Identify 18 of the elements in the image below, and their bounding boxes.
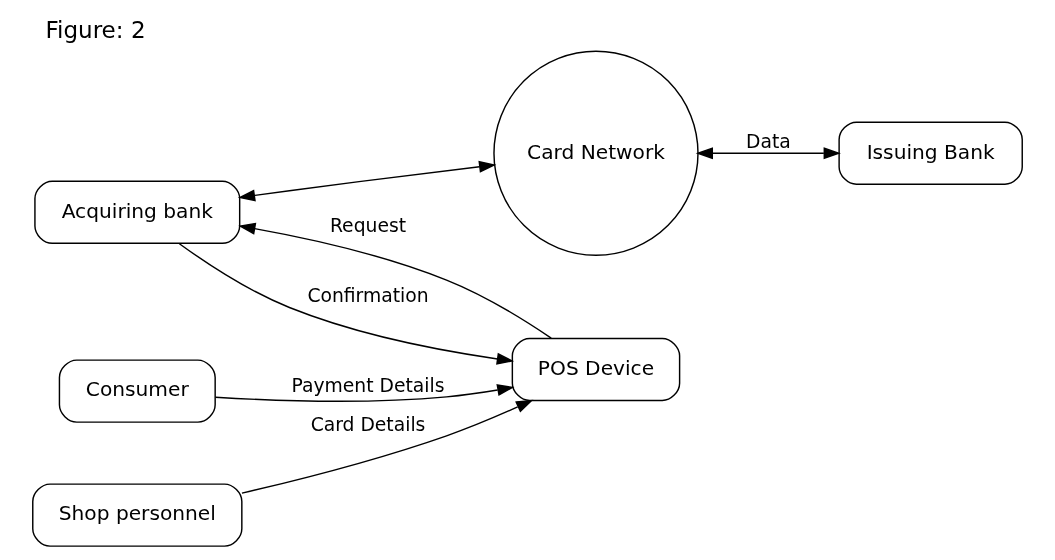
node-box: Consumer: [58, 359, 216, 423]
arrow: [695, 147, 841, 160]
node-box: Shop personnel: [32, 483, 243, 547]
edge-label: Request: [329, 214, 407, 236]
node-box: Issuing Bank: [838, 121, 1023, 185]
arrow: [214, 384, 515, 402]
arrow: [238, 222, 552, 339]
arrow: [237, 160, 497, 202]
edge-label: Data: [746, 131, 791, 153]
edge-label: Card Details: [310, 413, 426, 435]
node-circle: Card Network: [493, 50, 699, 256]
node-box: Acquiring bank: [34, 180, 241, 245]
arrow: [178, 243, 515, 365]
diagram-title: Figure: 2: [45, 17, 146, 44]
node-box: POS Device: [511, 337, 681, 402]
edge-label: Confirmation: [307, 285, 429, 307]
edge-label: Payment Details: [291, 374, 445, 396]
arrow: [241, 399, 534, 494]
